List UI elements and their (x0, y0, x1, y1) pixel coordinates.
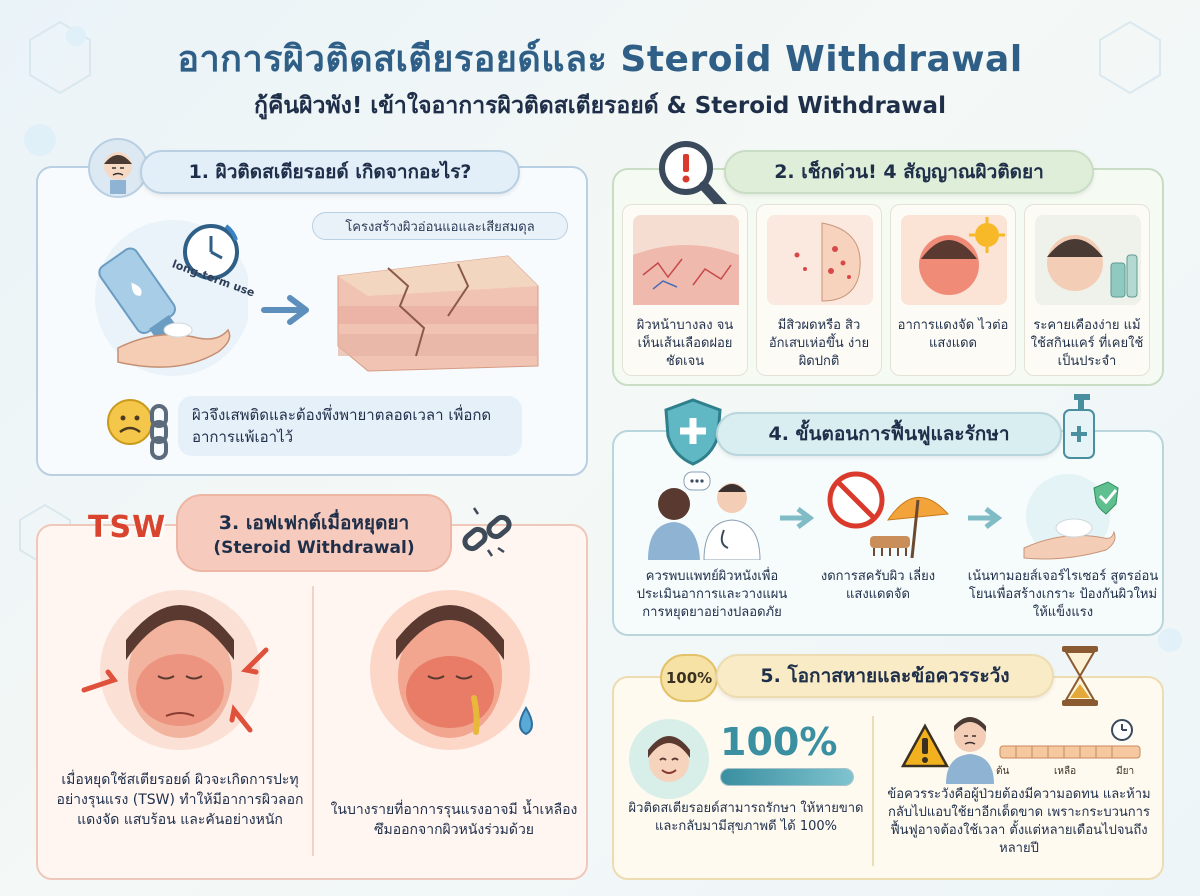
section-withdrawal-heading: 3. เอฟเฟกต์เมื่อหยุดยา (218, 512, 410, 534)
section-recovery-heading: 4. ขั้นตอนการฟื้นฟูและรักษา (716, 412, 1062, 456)
clock-icon (183, 224, 239, 280)
section-outlook-heading: 5. โอกาสหายและข้อควรระวัง (716, 654, 1054, 698)
timeline-label: มียา (1116, 766, 1135, 777)
addiction-note: ผิวจึงเสพติดและต้องพึ่งพายาตลอดเวลา เพื่… (178, 396, 522, 456)
sign-card-label: อาการแดงจัด ไวต่อแสงแดด (897, 318, 1009, 351)
sign-card: มีสิวผดหรือ สิวอักเสบเห่อขึ้น ง่ายผิดปกต… (756, 204, 882, 376)
section-outlook-divider (872, 716, 874, 866)
oozing-face-illustration (370, 590, 533, 750)
section-withdrawal-heading-box: 3. เอฟเฟกต์เมื่อหยุดยา (Steroid Withdraw… (176, 494, 452, 572)
happy-face-icon (629, 719, 709, 799)
page-subtitle: กู้คืนผิวพัง! เข้าใจอาการผิวติดสเตียรอยด… (254, 93, 946, 119)
recovery-step-label: เน้นทามอยส์เจอร์ไรเซอร์ สูตรอ่อนโยนเพื่อ… (967, 569, 1159, 620)
thin-skin-veins-icon (633, 215, 739, 305)
sign-card: อาการแดงจัด ไวต่อแสงแดด (890, 204, 1016, 376)
worried-face-icon (88, 138, 148, 198)
pump-bottle-icon (1063, 394, 1095, 459)
section-withdrawal-subheading: (Steroid Withdrawal) (213, 538, 415, 558)
sign-card: ระคายเคืองง่าย แม้ใช้สกินแคร์ ที่เคยใช้เ… (1024, 204, 1150, 376)
red-face-sun-icon (901, 215, 1007, 305)
recovery-progress-fill (721, 769, 853, 785)
section-withdrawal-divider (312, 586, 314, 856)
arrow-icon (780, 507, 815, 529)
recovery-step-label: ควรพบแพทย์ผิวหนังเพื่อ ประเมินอาการและวา… (636, 569, 788, 620)
broken-chain-icon (462, 507, 512, 557)
withdrawal-right-text: ในบางรายที่อาการรุนแรงอาจมี น้ำเหลืองซึม… (330, 802, 578, 838)
irritated-face-skincare-icon (1035, 215, 1141, 305)
section-cause-heading: 1. ผิวติดสเตียรอยด์ เกิดจากอะไร? (140, 150, 520, 194)
arrow-icon (261, 295, 309, 325)
withdrawal-left-text: เมื่อหยุดใช้สเตียรอยด์ ผิวจะเกิดการปะทุอ… (56, 772, 304, 828)
tsw-tag: TSW (88, 510, 167, 545)
section-signs-heading: 2. เช็กด่วน! 4 สัญญาณผิวติดยา (724, 150, 1094, 194)
skin-structure-label: โครงสร้างผิวอ่อนแอและเสียสมดุล (312, 212, 568, 240)
sign-card-label: มีสิวผดหรือ สิวอักเสบเห่อขึ้น ง่ายผิดปกต… (768, 318, 870, 369)
chain-icon (146, 404, 172, 460)
sign-card-label: ผิวหน้าบางลง จนเห็นเส้นเลือดฝอยชัดเจน (636, 318, 734, 369)
recovery-percent: 100% (720, 720, 838, 764)
timeline-label: ต้น (996, 766, 1010, 777)
doctor-consult-icon (648, 471, 761, 560)
percent-badge: 100% (660, 654, 718, 702)
page-title: อาการผิวติดสเตียรอยด์และ Steroid Withdra… (177, 39, 1023, 80)
warning-icon (900, 723, 950, 768)
recovery-progress-bar (720, 768, 854, 786)
hourglass-icon (1062, 646, 1098, 706)
recovery-step-label: งดการสครับผิว เลี่ยงแสงแดดจัด (820, 569, 936, 602)
patient-icon (946, 717, 994, 784)
damaged-skin-layer-illustration (337, 255, 539, 372)
outlook-left-text: ผิวติดสเตียรอยด์สามารถรักษา ให้หายขาดและ… (628, 801, 864, 834)
timeline-label: เหลือ (1054, 766, 1077, 777)
acne-face-icon (767, 215, 873, 305)
peeling-face-illustration (81, 590, 269, 750)
outlook-right-text: ข้อควรระวังคือผู้ป่วยต้องมีความอดทน และห… (887, 787, 1151, 856)
no-scrub-sun-icon (827, 471, 950, 559)
arrow-icon (968, 507, 1003, 529)
sign-card: ผิวหน้าบางลง จนเห็นเส้นเลือดฝอยชัดเจน (622, 204, 748, 376)
sign-card-label: ระคายเคืองง่าย แม้ใช้สกินแคร์ ที่เคยใช้เ… (1030, 318, 1144, 369)
magnifier-alert-icon (659, 141, 729, 213)
timeline-bar (999, 719, 1141, 759)
moisturizer-hand-icon (1023, 474, 1119, 560)
